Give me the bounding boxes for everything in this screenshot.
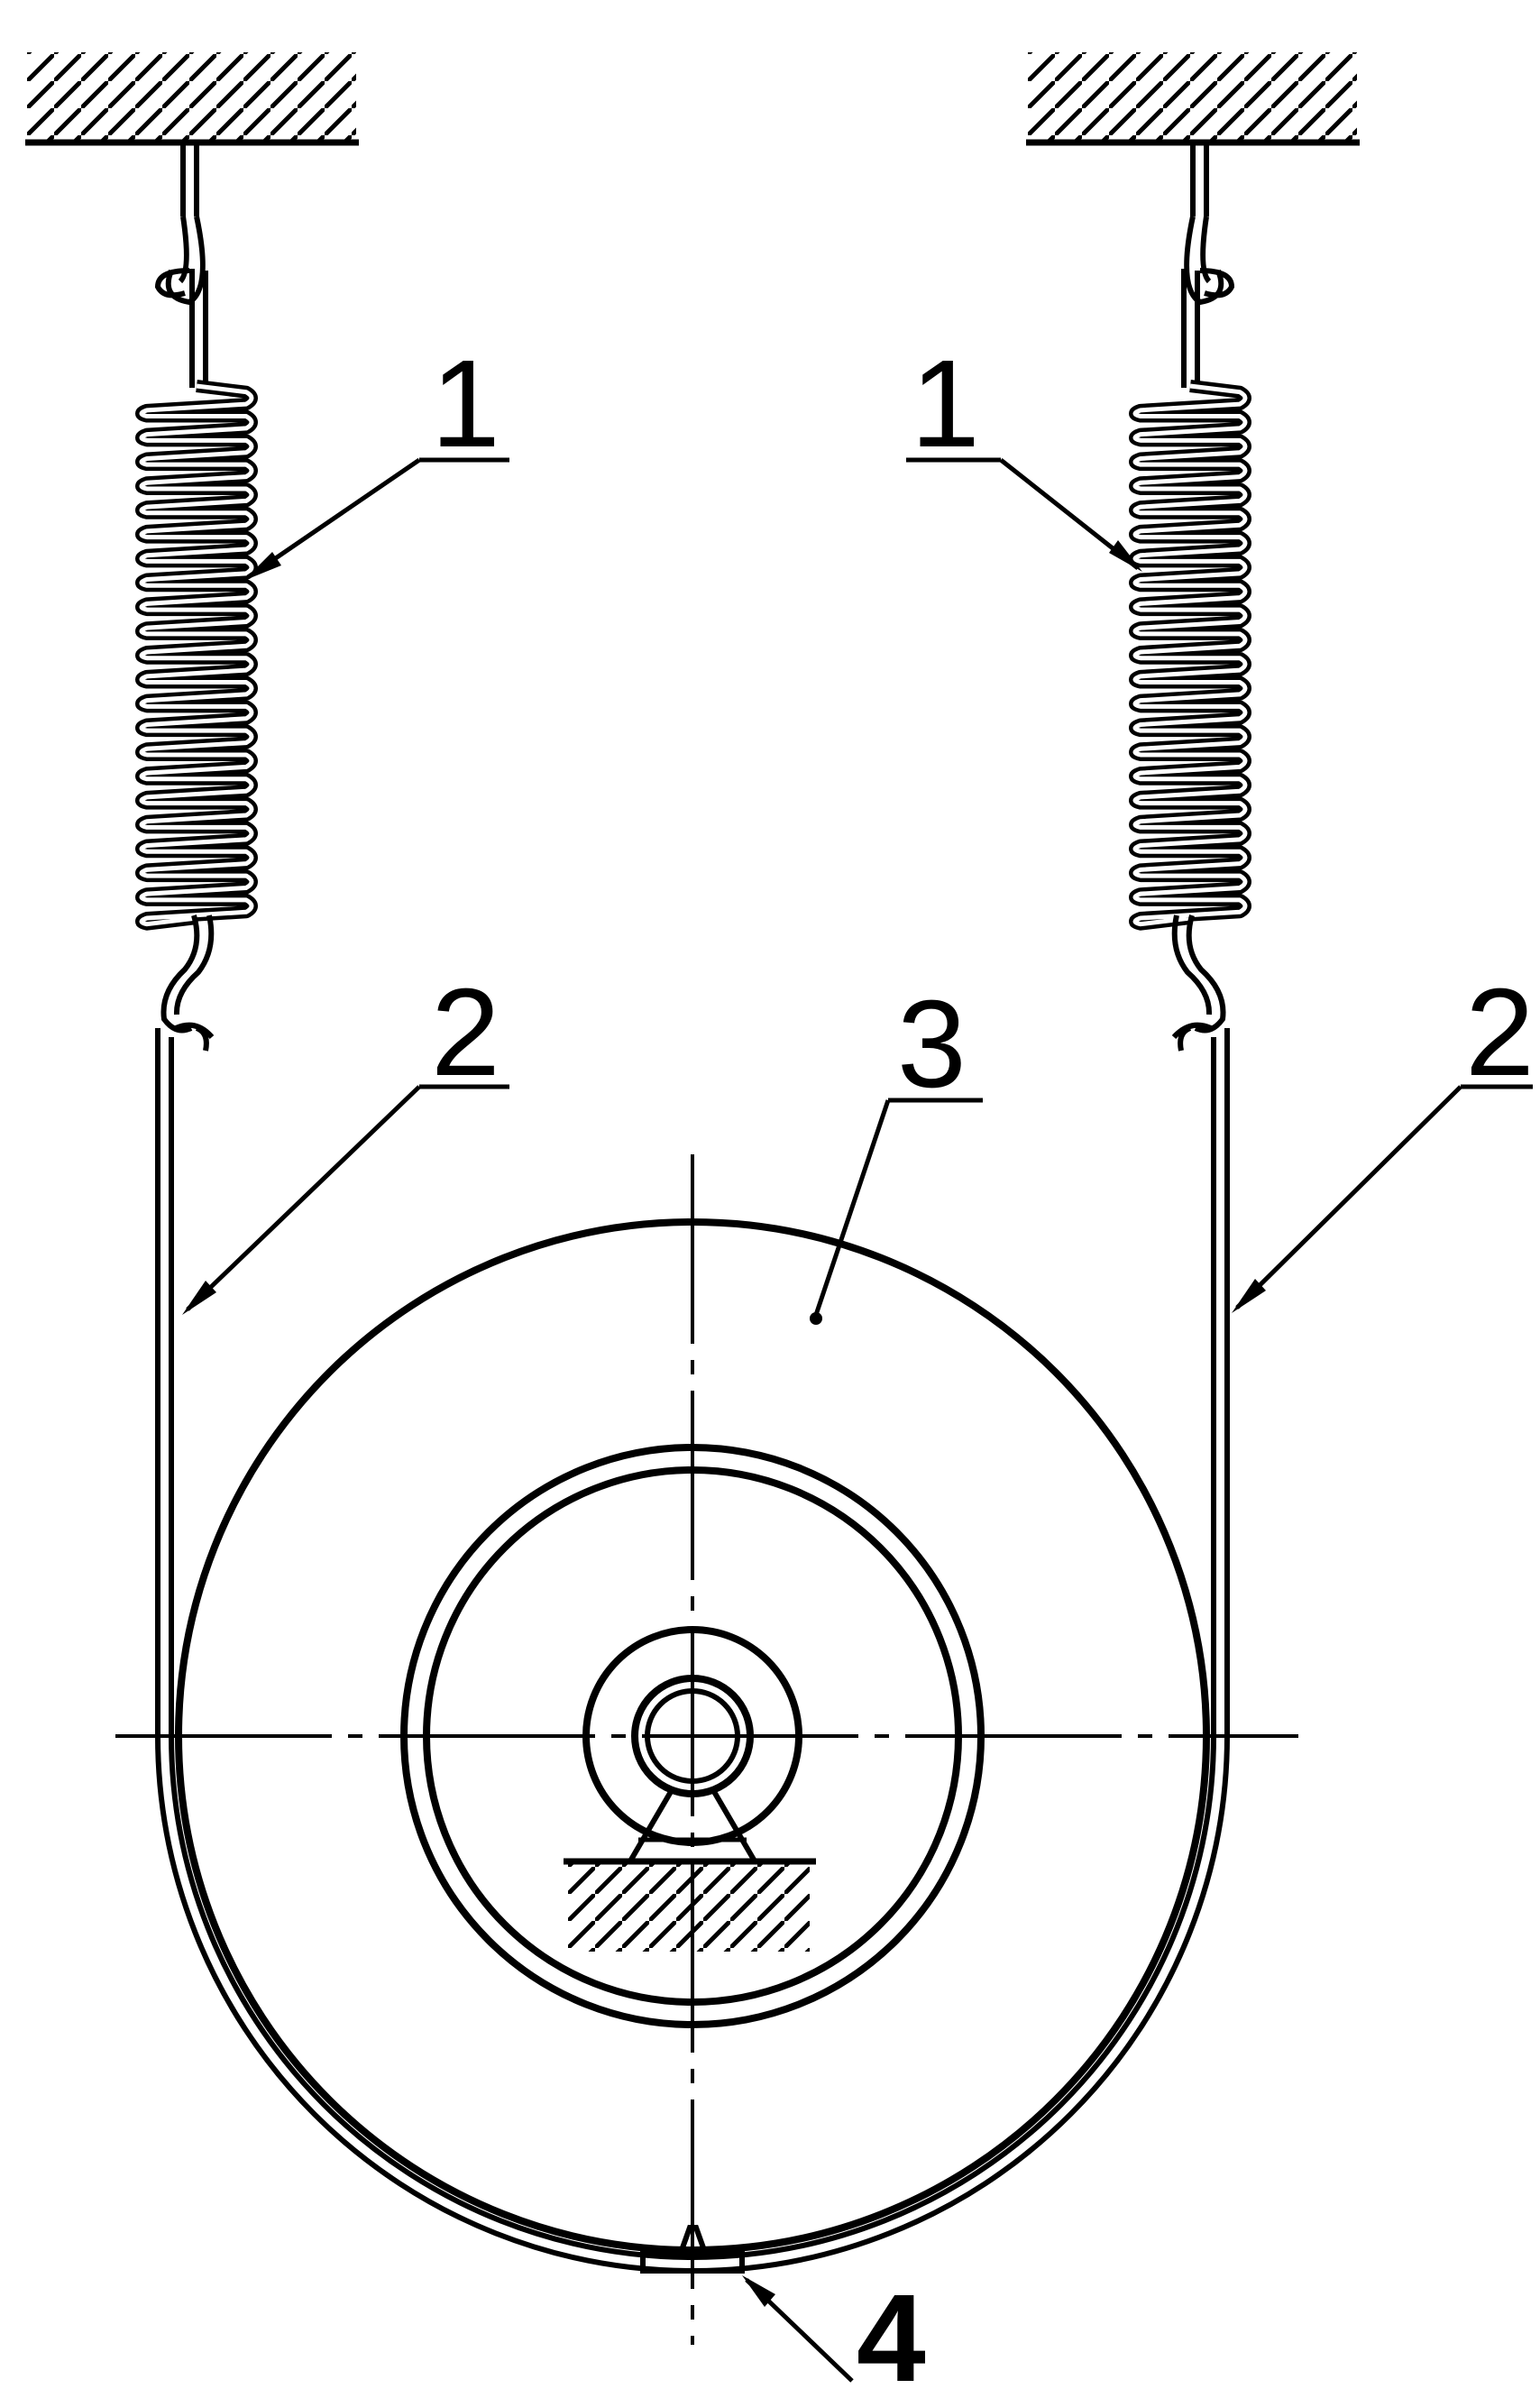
label-spring-left: 1 — [431, 335, 500, 473]
tension-spring-left — [135, 380, 258, 931]
ceiling-support-left — [25, 52, 359, 146]
label-band-right: 2 — [1465, 963, 1535, 1102]
spring-coil-wire — [1132, 383, 1248, 927]
ceiling-support-right — [1026, 52, 1360, 146]
centerlines — [115, 1154, 1298, 2345]
label-spring-right: 1 — [911, 335, 980, 473]
bottom-hook-left — [160, 914, 215, 1052]
bottom-hook-right — [1171, 914, 1226, 1052]
label-clamp: 4 — [857, 2269, 926, 2398]
label-band-left: 2 — [431, 963, 500, 1102]
band-clamp — [640, 2225, 745, 2274]
ground-support — [564, 1858, 816, 1952]
leader-lines — [186, 457, 1533, 2383]
spring-coil-wire — [139, 383, 254, 927]
leader-arrowheads — [182, 540, 1266, 2307]
tension-spring-right — [1129, 380, 1251, 931]
top-hook-left — [154, 142, 208, 388]
top-hook-right — [1181, 142, 1235, 388]
label-drum: 3 — [897, 975, 967, 1114]
